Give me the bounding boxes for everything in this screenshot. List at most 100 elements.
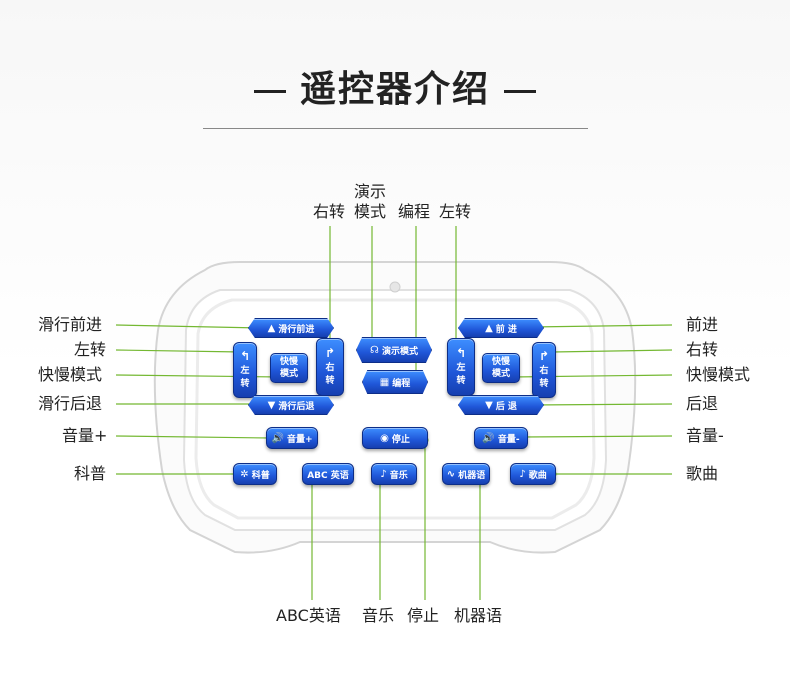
callout-right-turn-top: 右转 [313, 202, 346, 221]
key-song[interactable]: ♪歌曲 [510, 463, 556, 485]
key-label: 转 [325, 375, 335, 386]
line-back [529, 403, 673, 406]
callout-music: 音乐 [362, 606, 395, 625]
key-music[interactable]: ♪音乐 [371, 463, 417, 485]
key-stop[interactable]: ◉停止 [362, 427, 428, 449]
remote-inner-bevel [194, 298, 596, 520]
line-volume-down [521, 435, 673, 438]
remote-body [153, 261, 637, 554]
callout-speed-mode-right: 快慢模式 [686, 365, 751, 384]
windows-icon: ▦ [379, 376, 390, 388]
key-label: 转 [240, 378, 250, 389]
key-slide-back[interactable]: ▼滑行后退 [248, 395, 334, 415]
down-arrow-icon: ▼ [267, 399, 276, 411]
key-label: 转 [456, 375, 466, 386]
key-label: 演示模式 [381, 346, 418, 357]
up-arrow-icon: ▲ [267, 322, 276, 334]
key-label: 音量- [497, 434, 520, 445]
key-label: 左 [456, 362, 466, 373]
callout-forward: 前进 [686, 315, 719, 334]
callout-demo-mode-line1: 演示 [354, 182, 387, 201]
callout-volume-up: 音量+ [62, 426, 108, 445]
key-label: 机器语 [458, 470, 486, 481]
key-label: 停止 [391, 434, 410, 445]
title-underline [203, 128, 588, 129]
speaker-icon: 🔊 [482, 432, 495, 444]
key-label: 滑行后退 [278, 401, 315, 412]
key-demo-mode[interactable]: ☊演示模式 [356, 337, 432, 363]
callout-robot-language: 机器语 [454, 606, 503, 625]
line-right-turn-right [551, 349, 673, 353]
note-icon: ♪ [519, 468, 526, 480]
key-robot-language[interactable]: ∿机器语 [442, 463, 490, 485]
turn-right-icon: ↱ [538, 348, 550, 363]
callout-right-turn-right: 右转 [686, 340, 719, 359]
key-label: 后 退 [495, 401, 517, 412]
key-volume-up[interactable]: 🔊音量+ [266, 427, 318, 449]
title-text: 遥控器介绍 [299, 69, 490, 110]
key-label: 编程 [392, 378, 411, 389]
callout-abc-english: ABC英语 [276, 606, 341, 625]
key-slide-forward[interactable]: ▲滑行前进 [248, 318, 334, 338]
callout-stop: 停止 [407, 606, 440, 625]
line-slide-forward [115, 324, 261, 329]
key-label: 快慢 [491, 357, 510, 367]
speaker-icon: 🔊 [271, 432, 284, 444]
key-label: 科普 [251, 470, 270, 481]
title-dash-left [253, 89, 286, 93]
turn-left-icon: ↰ [455, 345, 467, 360]
demo-icon: ☊ [370, 344, 379, 356]
key-volume-down[interactable]: 🔊音量- [474, 427, 528, 449]
callout-volume-down: 音量- [686, 426, 724, 445]
key-label: 快慢 [279, 357, 298, 367]
remote-inner-panel [182, 289, 608, 531]
key-label: ABC 英语 [307, 470, 349, 481]
callout-programming: 编程 [398, 202, 431, 221]
key-label: 滑行前进 [278, 324, 315, 335]
key-speed-mode-left[interactable]: 快慢模式 [270, 353, 308, 383]
key-label: 前 进 [495, 324, 517, 335]
callout-back: 后退 [686, 394, 719, 413]
stop-icon: ◉ [380, 432, 389, 444]
callout-left-turn-left: 左转 [74, 340, 107, 359]
line-forward [529, 324, 673, 328]
turn-right-icon: ↱ [324, 345, 336, 360]
key-right-turn[interactable]: ↱ 右转 [532, 342, 556, 398]
key-label: 模式 [279, 369, 298, 379]
callout-science: 科普 [74, 464, 107, 483]
key-label: 右 [539, 365, 549, 376]
callout-song: 歌曲 [686, 464, 719, 483]
key-back[interactable]: ▼后 退 [458, 395, 544, 415]
up-arrow-icon: ▲ [485, 322, 493, 334]
callout-speed-mode-left: 快慢模式 [38, 365, 103, 384]
wave-icon: ∿ [446, 468, 456, 480]
turn-left-icon: ↰ [239, 348, 251, 363]
key-label: 右 [325, 362, 335, 373]
key-label: 歌曲 [528, 470, 547, 481]
title-dash-right [504, 89, 536, 93]
key-label: 音乐 [389, 470, 408, 481]
key-label: 模式 [491, 369, 510, 379]
callout-left-turn-top: 左转 [439, 202, 472, 221]
line-left-turn-left [115, 349, 243, 353]
note-icon: ♪ [380, 468, 387, 480]
down-arrow-icon: ▼ [485, 399, 493, 411]
key-forward[interactable]: ▲前 进 [458, 318, 544, 338]
key-label: 转 [539, 378, 549, 389]
atom-icon: ✲ [240, 468, 249, 480]
key-speed-mode-right[interactable]: 快慢模式 [482, 353, 520, 383]
key-label: 左 [240, 365, 250, 376]
callout-demo-mode-line2: 模式 [354, 202, 387, 221]
key-left-turn-right-pad[interactable]: ↰ 左转 [447, 338, 475, 396]
callout-slide-back: 滑行后退 [38, 394, 103, 413]
key-label: 音量+ [286, 434, 313, 445]
key-left-turn[interactable]: ↰ 左转 [233, 342, 257, 398]
key-abc-english[interactable]: ABC 英语 [302, 463, 354, 485]
key-science[interactable]: ✲科普 [233, 463, 277, 485]
key-programming[interactable]: ▦编程 [362, 370, 428, 394]
callout-slide-forward: 滑行前进 [38, 315, 103, 334]
remote-indicator-hole [389, 281, 401, 293]
line-volume-up [115, 435, 271, 439]
key-right-turn-left-pad[interactable]: ↱ 右转 [316, 338, 344, 396]
